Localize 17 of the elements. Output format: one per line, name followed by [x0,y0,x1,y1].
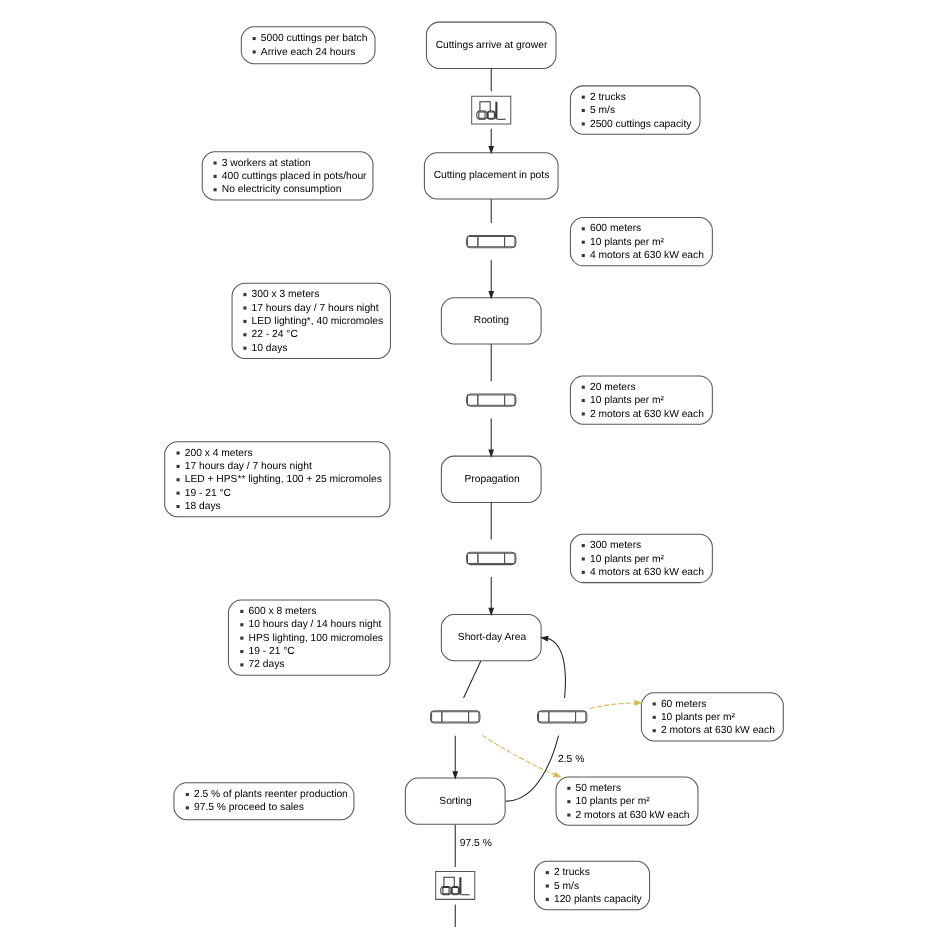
arrow [481,733,562,777]
arrow [452,734,459,779]
connector [505,734,560,801]
arrow [540,634,566,698]
connector [454,902,456,927]
connector [490,197,492,223]
connector [490,501,492,540]
connector [490,67,492,91]
connector [463,659,482,698]
arrow [589,699,643,708]
arrow [488,417,495,457]
arrow [488,127,495,154]
connector [454,823,456,867]
connector [490,342,492,381]
arrow [488,575,495,616]
arrow [488,258,495,299]
node-picture [471,94,512,124]
